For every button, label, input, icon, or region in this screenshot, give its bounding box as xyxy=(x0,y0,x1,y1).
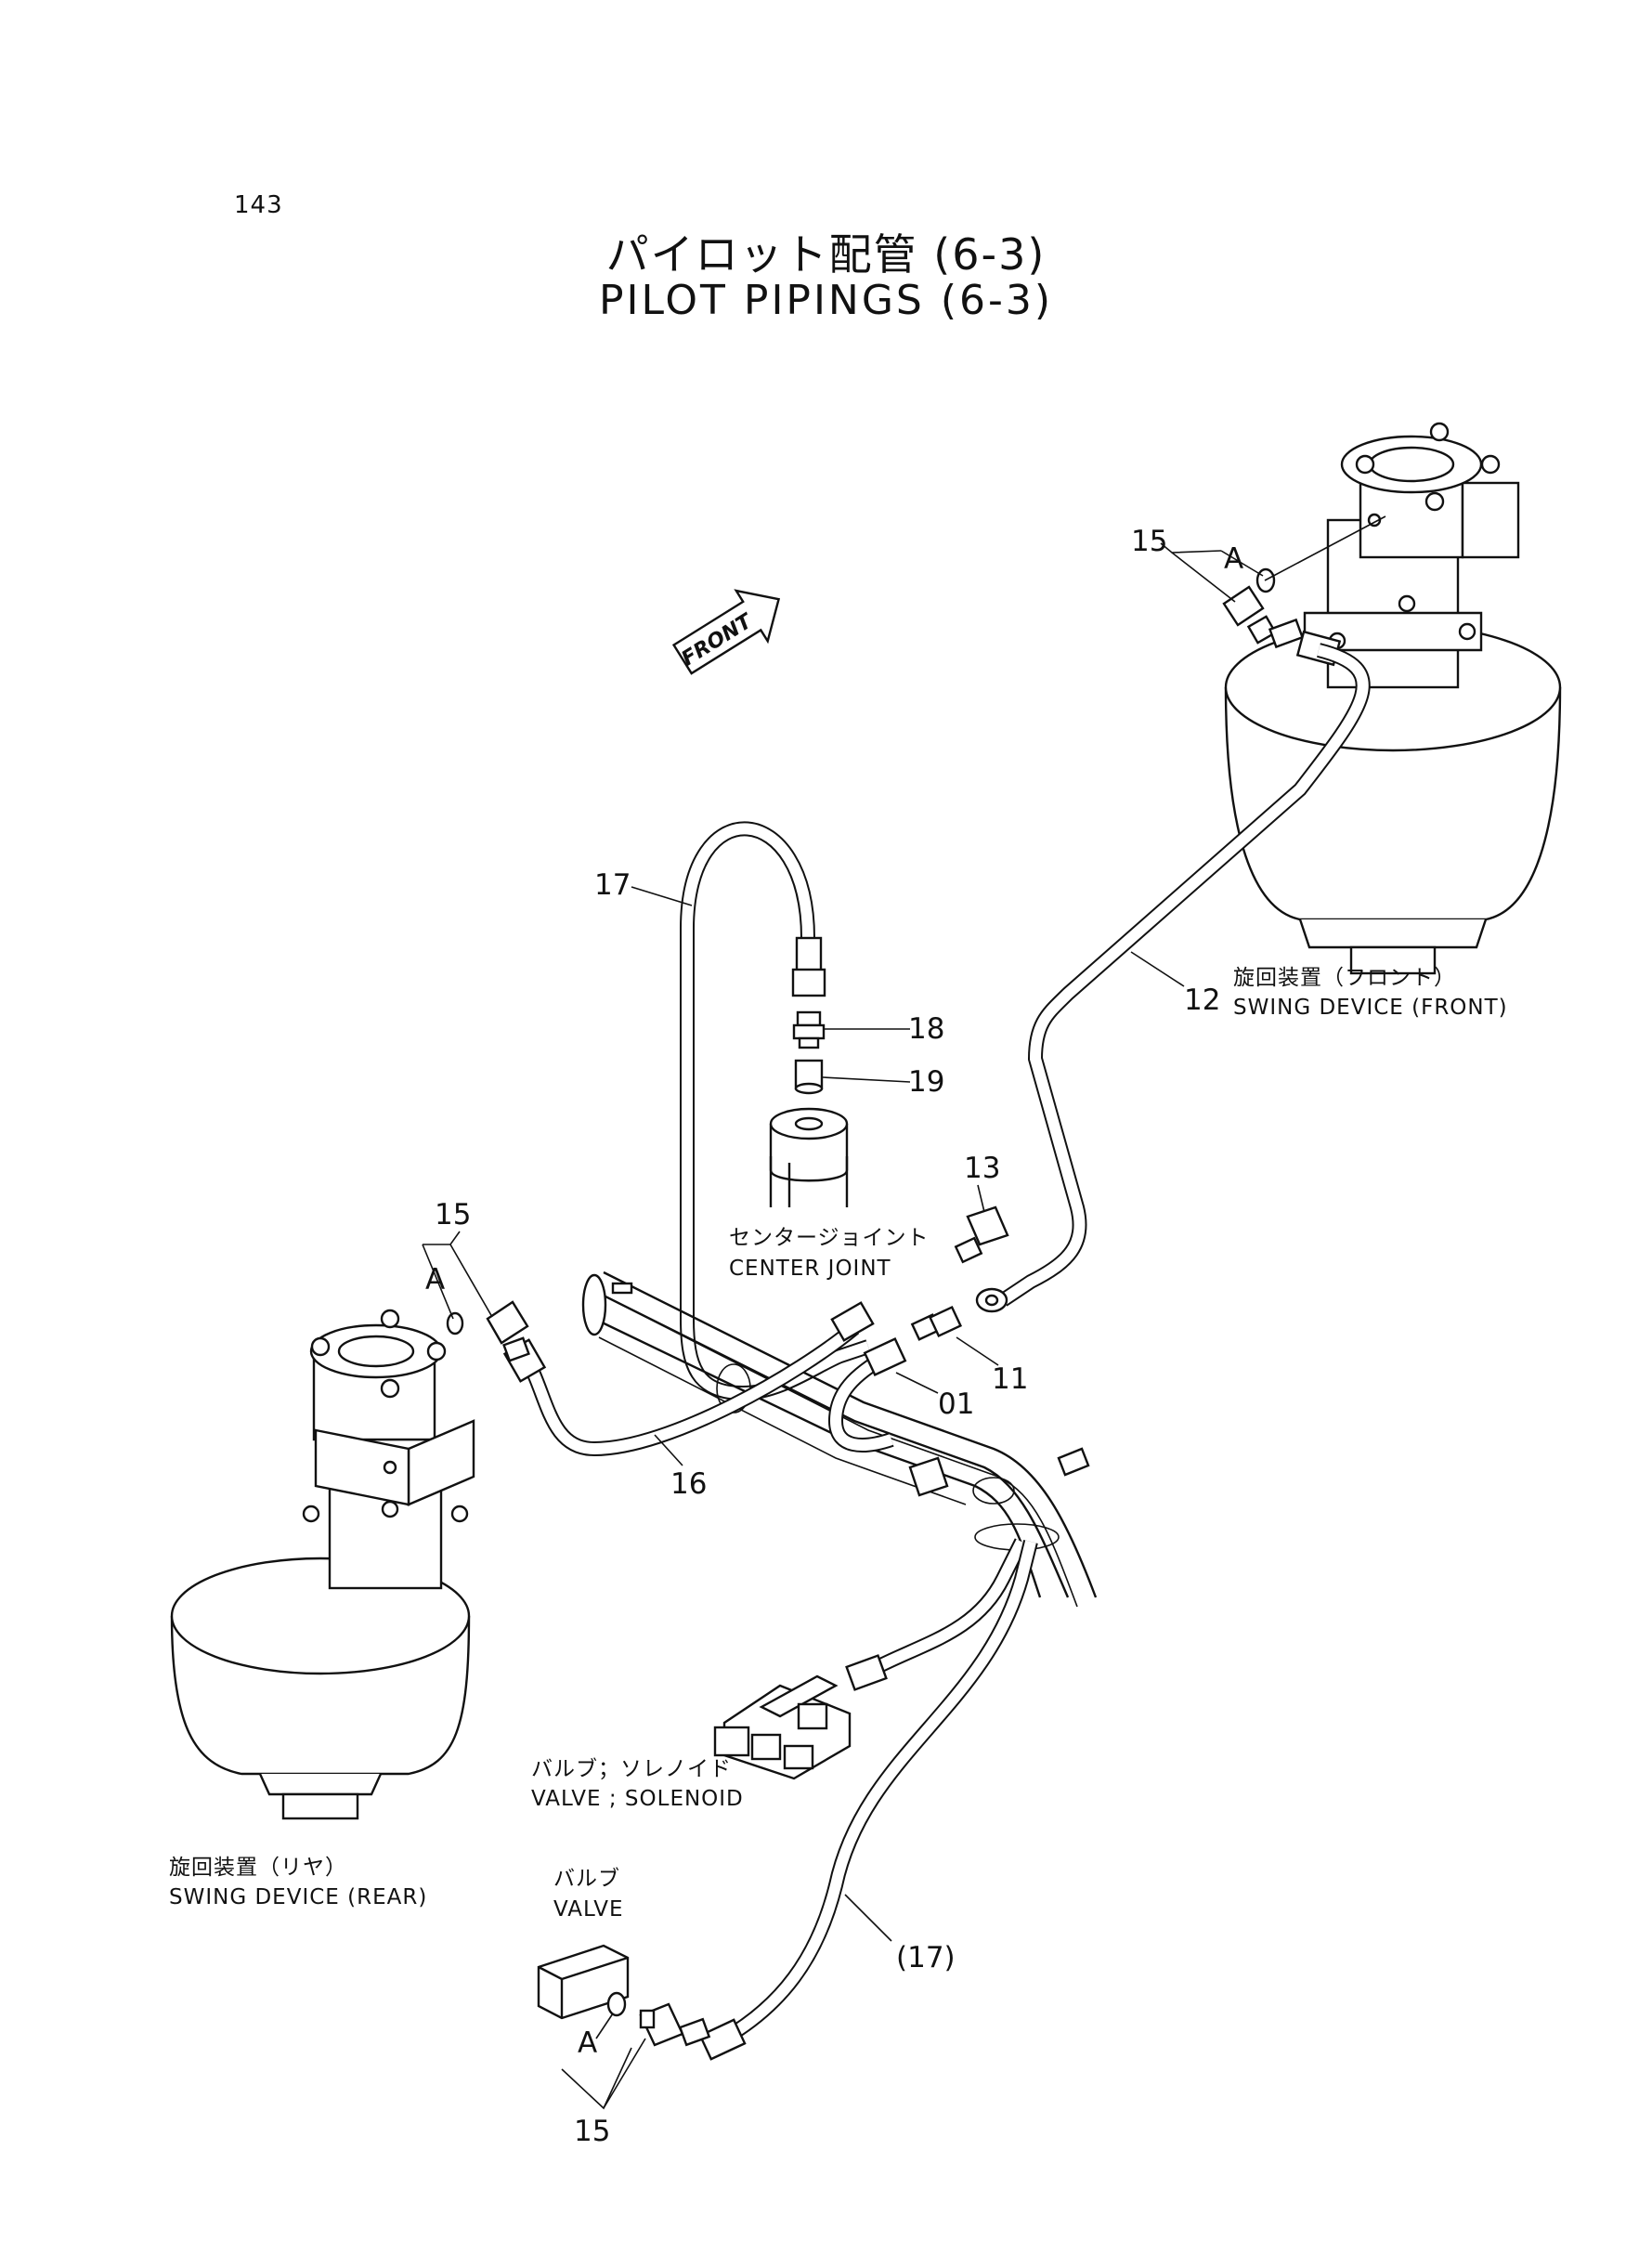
callout-12: 12 xyxy=(1184,984,1220,1017)
tee-fitting-13 xyxy=(954,1205,1009,1313)
hose-12 xyxy=(998,643,1371,1307)
callout-a-front: A xyxy=(1224,542,1243,576)
label-swing-rear-jp: 旋回装置（リヤ） xyxy=(169,1856,347,1880)
page-number: 143 xyxy=(234,191,283,219)
rear-elbow-fitting-15 xyxy=(446,1300,530,1362)
callout-01: 01 xyxy=(938,1388,974,1421)
title-english: PILOT PIPINGS (6-3) xyxy=(598,277,1054,324)
callout-a-rear: A xyxy=(425,1263,445,1296)
callout-a-valve: A xyxy=(578,2026,597,2060)
label-swing-front-jp: 旋回装置（フロント） xyxy=(1233,966,1456,990)
fitting-11 xyxy=(910,1305,963,1341)
label-solenoid-jp: バルブ；ソレノイド xyxy=(531,1757,732,1781)
fitting-18 xyxy=(792,1010,826,1049)
center-joint xyxy=(769,1107,849,1207)
label-solenoid-en: VALVE ; SOLENOID xyxy=(531,1787,744,1811)
swing-device-rear xyxy=(170,1309,475,1820)
title-japanese: パイロット配管 (6-3) xyxy=(605,229,1047,280)
hose-01 xyxy=(827,1337,907,1453)
valve-elbow-fitting-15 xyxy=(639,2002,711,2047)
callout-17-ref: (17) xyxy=(896,1941,956,1974)
callout-15-front: 15 xyxy=(1131,525,1167,558)
label-center-joint-jp: センタージョイント xyxy=(729,1226,930,1250)
swing-device-front xyxy=(1224,422,1562,975)
fitting-19 xyxy=(794,1059,824,1095)
callout-15-valve: 15 xyxy=(574,2115,610,2148)
callout-15-rear: 15 xyxy=(435,1198,471,1231)
solenoid-valve xyxy=(713,1674,852,1780)
callout-18: 18 xyxy=(908,1012,944,1046)
label-valve-en: VALVE xyxy=(553,1897,624,1922)
label-swing-front-en: SWING DEVICE (FRONT) xyxy=(1233,996,1508,1020)
front-elbow-fitting-15 xyxy=(1222,515,1386,645)
callout-19: 19 xyxy=(908,1065,944,1099)
callout-17: 17 xyxy=(594,868,631,902)
hose-bundle xyxy=(581,1270,1098,1608)
label-center-joint-en: CENTER JOINT xyxy=(729,1257,891,1281)
callout-13: 13 xyxy=(964,1152,1000,1185)
hose-17-ref xyxy=(698,1540,1038,2061)
callout-16: 16 xyxy=(670,1467,707,1501)
label-valve-jp: バルブ xyxy=(553,1867,620,1891)
hose-to-solenoid xyxy=(845,1538,1029,1691)
front-arrow: FRONT xyxy=(671,589,781,675)
leader-front-oring xyxy=(1264,515,1386,581)
callout-11: 11 xyxy=(992,1362,1028,1396)
hose-17 xyxy=(680,821,871,1401)
valve-block xyxy=(537,1944,630,2020)
hose-16 xyxy=(502,1301,875,1457)
label-swing-rear-en: SWING DEVICE (REAR) xyxy=(169,1885,427,1909)
